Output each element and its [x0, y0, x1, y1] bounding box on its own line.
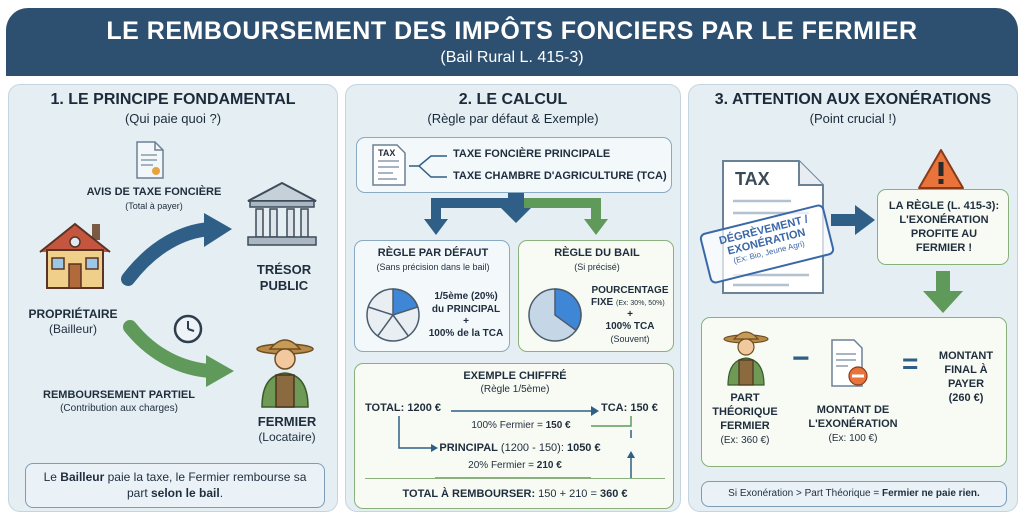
tax-document-icon: [372, 144, 406, 186]
exemple-box: EXEMPLE CHIFFRÉ (Règle 1/5ème) TOTAL: 12…: [354, 363, 674, 509]
defaut-subtitle: (Sans précision dans le bail): [376, 262, 490, 272]
bail-title: RÈGLE DU BAIL: [554, 247, 640, 259]
exemple-fermier-principal: 20% Fermier = 210 €: [468, 460, 562, 471]
bail-line1: POURCENTAGE: [591, 285, 669, 296]
panel1-title: 1. LE PRINCIPE FONDAMENTAL: [50, 91, 296, 108]
final-line2: FINAL À: [944, 364, 988, 376]
tax-line-principale: TAXE FONCIÈRE PRINCIPALE: [453, 148, 611, 160]
final-line1: MONTANT: [938, 350, 994, 362]
panel2-title: 2. LE CALCUL: [458, 91, 568, 108]
exemple-subtitle: (Règle 1/5ème): [480, 384, 550, 395]
page-title: LE REMBOURSEMENT DES IMPÔTS FONCIERS PAR…: [106, 17, 918, 45]
panel1-subtitle: (Qui paie quoi ?): [124, 111, 222, 126]
minus-sign: −: [792, 342, 810, 375]
tax-breakdown-box: TAX TAXE FONCIÈRE PRINCIPALE TAXE CHAMBR…: [356, 137, 672, 193]
panel-exonerations: 3. ATTENTION AUX EXONÉRATIONS (Point cru…: [688, 84, 1018, 512]
montant-line1: MONTANT DE: [816, 404, 890, 416]
final-line3: PAYER: [947, 378, 985, 390]
remboursement-label: REMBOURSEMENT PARTIEL: [43, 389, 195, 401]
footer-text: Si Exonération > Part Théorique = Fermie…: [728, 488, 980, 499]
page-subtitle: (Bail Rural L. 415-3): [440, 49, 584, 66]
farmer-icon-small: [723, 331, 769, 386]
fermier-label: FERMIER: [257, 414, 317, 429]
reimbursement-arrow-icon: [123, 320, 234, 387]
defaut-line1: 1/5ème (20%): [434, 291, 498, 302]
avis-subtitle: (Total à payer): [125, 201, 183, 211]
proprietaire-sub: (Bailleur): [48, 322, 97, 336]
proprietaire-label: PROPRIÉTAIRE: [28, 307, 118, 321]
defaut-line2: du PRINCIPAL: [431, 304, 501, 315]
house-icon: [39, 222, 111, 289]
montant-line2: L'EXONÉRATION: [808, 418, 898, 430]
exemple-fermier-tca: 100% Fermier = 150 €: [471, 420, 571, 431]
bail-line4: (Souvent): [610, 334, 650, 344]
bail-line3: 100% TCA: [605, 321, 655, 332]
regle-line3: PROFITE AU: [910, 228, 978, 240]
part-line1: PART: [730, 392, 760, 404]
regle-line1: LA RÈGLE (L. 415-3):: [888, 200, 1000, 212]
bail-subtitle: (Si précisé): [574, 262, 620, 272]
farmer-icon: [256, 339, 314, 408]
tax-bill-label: TAX: [735, 169, 770, 189]
defaut-line3: 100% de la TCA: [428, 328, 504, 339]
exemple-title: EXEMPLE CHIFFRÉ: [463, 370, 567, 382]
bank-icon: [247, 181, 317, 246]
bail-plus: +: [627, 309, 633, 320]
tax-line-tca: TAXE CHAMBRE D'AGRICULTURE (TCA): [453, 170, 667, 182]
warning-icon: [918, 149, 964, 189]
avis-title: AVIS DE TAXE FONCIÈRE: [86, 186, 222, 198]
exemple-tca: TCA: 150 €: [601, 402, 658, 414]
pie-chart-bail: [528, 288, 582, 342]
bracket-lines: [409, 155, 447, 178]
panel-principe: 1. LE PRINCIPE FONDAMENTAL (Qui paie quo…: [8, 84, 338, 512]
payment-arrow-icon: [121, 213, 232, 286]
tresor-label-1: TRÉSOR: [256, 262, 312, 277]
fermier-sub: (Locataire): [258, 430, 316, 444]
equals-sign: =: [902, 348, 919, 379]
regle-box: LA RÈGLE (L. 415-3): L'EXONÉRATION PROFI…: [877, 189, 1009, 265]
tax-doc-label: TAX: [378, 148, 396, 158]
right-arrow-icon: [831, 205, 875, 235]
regle-line2: L'EXONÉRATION: [899, 214, 989, 226]
regle-line4: FERMIER !: [915, 242, 973, 254]
exemple-principal: PRINCIPAL (1200 - 150): 1050 €: [439, 442, 601, 454]
remboursement-sub: (Contribution aux charges): [60, 403, 178, 414]
exemple-total-rembourser: TOTAL À REMBOURSER: 150 + 210 = 360 €: [402, 488, 628, 500]
exoneration-footer-note: Si Exonération > Part Théorique = Fermie…: [701, 481, 1007, 507]
down-arrow-icon: [923, 271, 963, 313]
part-line2: THÉORIQUE: [712, 406, 778, 418]
regle-bail-box: RÈGLE DU BAIL (Si précisé) POURCENTAGE F…: [518, 240, 674, 352]
pie-chart-defaut: [366, 288, 420, 342]
panel2-subtitle: (Règle par défaut & Exemple): [427, 111, 599, 126]
tresor-label-2: PUBLIC: [259, 278, 309, 293]
panel-calcul: 2. LE CALCUL (Règle par défaut & Exemple…: [345, 84, 681, 512]
split-arrows-icon: [424, 193, 608, 235]
part-example: (Ex: 360 €): [720, 435, 770, 446]
exoneration-doc-icon: [831, 339, 868, 387]
principe-note: Le Bailleur paie la taxe, le Fermier rem…: [25, 463, 325, 508]
tax-notice-icon: [136, 141, 164, 179]
formula-box: PART THÉORIQUE FERMIER (Ex: 360 €) − MON…: [701, 317, 1007, 467]
principe-note-text: Le Bailleur paie la taxe, le Fermier rem…: [43, 470, 307, 500]
exemple-divider: [365, 478, 665, 479]
bail-line2: FIXE (Ex: 30%, 50%): [591, 297, 665, 308]
part-line3: FERMIER: [720, 420, 770, 432]
panel3-subtitle: (Point crucial !): [809, 111, 897, 126]
header-banner: LE REMBOURSEMENT DES IMPÔTS FONCIERS PAR…: [6, 8, 1018, 76]
defaut-title: RÈGLE PAR DÉFAUT: [377, 247, 489, 259]
total-to-tca-arrow: [451, 406, 599, 416]
montant-example: (Ex: 100 €): [828, 433, 878, 444]
panel3-title: 3. ATTENTION AUX EXONÉRATIONS: [714, 91, 992, 108]
clock-icon: [173, 314, 203, 344]
exemple-total: TOTAL: 1200 €: [365, 402, 442, 414]
regle-defaut-box: RÈGLE PAR DÉFAUT (Sans précision dans le…: [354, 240, 510, 352]
defaut-plus: +: [463, 316, 469, 327]
final-line4: (260 €): [948, 392, 984, 404]
